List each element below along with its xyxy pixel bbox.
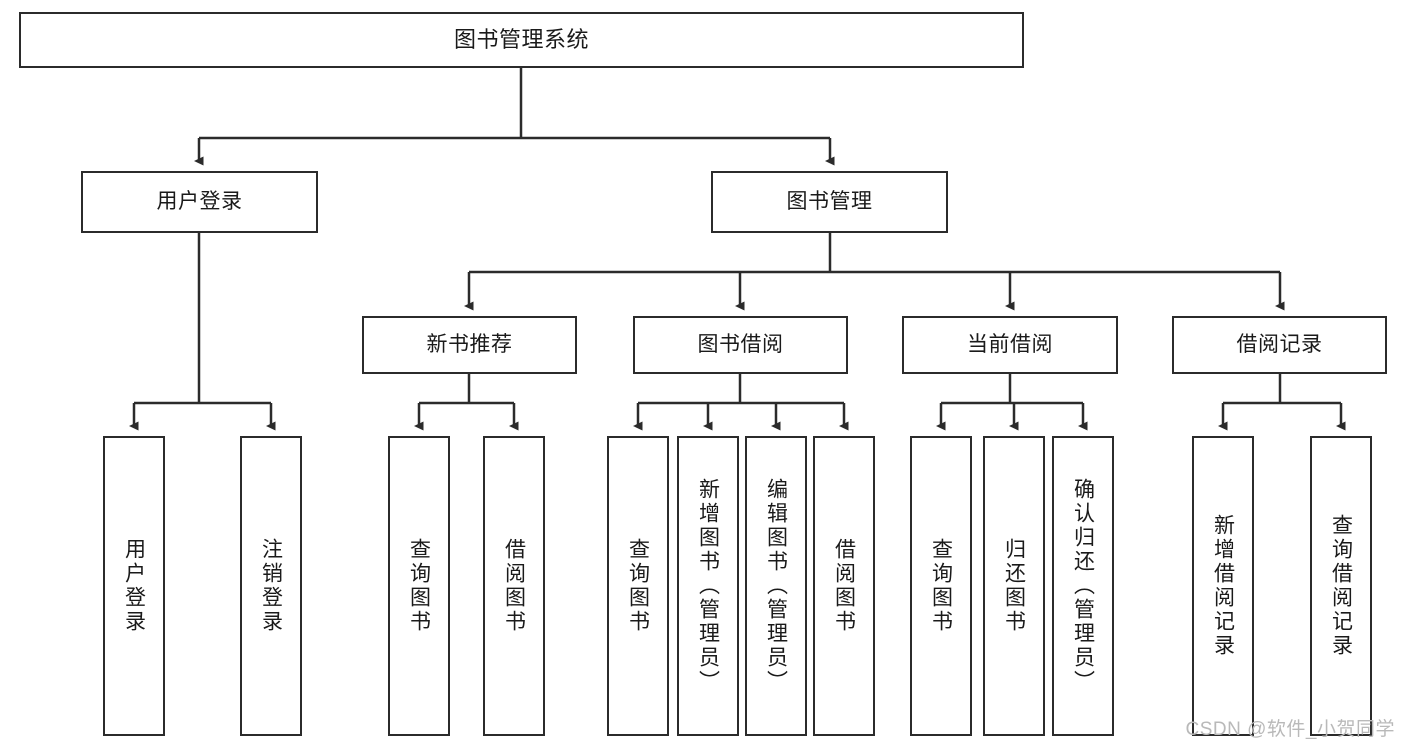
node-leaf-query-record[interactable]: 查询借阅记录 xyxy=(1310,436,1372,736)
node-user-login[interactable]: 用户登录 xyxy=(81,171,318,233)
node-leaf-confirm-return-label: 确认归还（管理员） xyxy=(1071,478,1095,694)
node-leaf-query-book-2-label: 查询图书 xyxy=(626,538,650,634)
node-leaf-query-book-1-label: 查询图书 xyxy=(407,538,431,634)
node-leaf-borrow-book-2-label: 借阅图书 xyxy=(832,538,856,634)
node-book-borrow-label: 图书借阅 xyxy=(697,332,784,356)
node-leaf-edit-book-label: 编辑图书（管理员） xyxy=(764,478,788,694)
node-leaf-query-record-label: 查询借阅记录 xyxy=(1329,514,1353,658)
node-leaf-query-book-1[interactable]: 查询图书 xyxy=(388,436,450,736)
node-leaf-return-book-label: 归还图书 xyxy=(1002,538,1026,634)
node-leaf-add-book-label: 新增图书（管理员） xyxy=(696,478,720,694)
node-user-login-label: 用户登录 xyxy=(156,189,243,213)
node-leaf-borrow-book-1[interactable]: 借阅图书 xyxy=(483,436,545,736)
node-leaf-user-login[interactable]: 用户登录 xyxy=(103,436,165,736)
node-leaf-edit-book[interactable]: 编辑图书（管理员） xyxy=(745,436,807,736)
node-leaf-borrow-book-2[interactable]: 借阅图书 xyxy=(813,436,875,736)
node-leaf-query-book-3-label: 查询图书 xyxy=(929,538,953,634)
node-leaf-logout[interactable]: 注销登录 xyxy=(240,436,302,736)
node-book-borrow[interactable]: 图书借阅 xyxy=(633,316,848,374)
node-book-manage[interactable]: 图书管理 xyxy=(711,171,948,233)
node-leaf-user-login-label: 用户登录 xyxy=(122,538,146,634)
node-leaf-query-book-2[interactable]: 查询图书 xyxy=(607,436,669,736)
node-leaf-confirm-return[interactable]: 确认归还（管理员） xyxy=(1052,436,1114,736)
node-book-manage-label: 图书管理 xyxy=(786,189,873,213)
node-new-book-rec[interactable]: 新书推荐 xyxy=(362,316,577,374)
node-leaf-logout-label: 注销登录 xyxy=(259,538,283,634)
node-leaf-add-record-label: 新增借阅记录 xyxy=(1211,514,1235,658)
node-root[interactable]: 图书管理系统 xyxy=(19,12,1024,68)
node-leaf-query-book-3[interactable]: 查询图书 xyxy=(910,436,972,736)
node-leaf-add-book[interactable]: 新增图书（管理员） xyxy=(677,436,739,736)
node-leaf-add-record[interactable]: 新增借阅记录 xyxy=(1192,436,1254,736)
node-borrow-record[interactable]: 借阅记录 xyxy=(1172,316,1387,374)
node-root-label: 图书管理系统 xyxy=(453,27,589,53)
node-current-borrow-label: 当前借阅 xyxy=(967,332,1053,356)
node-current-borrow[interactable]: 当前借阅 xyxy=(902,316,1118,374)
watermark-text: CSDN @软件_小贺同学 xyxy=(1185,719,1395,740)
node-leaf-borrow-book-1-label: 借阅图书 xyxy=(502,538,526,634)
node-borrow-record-label: 借阅记录 xyxy=(1236,332,1323,356)
node-leaf-return-book[interactable]: 归还图书 xyxy=(983,436,1045,736)
node-new-book-rec-label: 新书推荐 xyxy=(426,332,513,356)
